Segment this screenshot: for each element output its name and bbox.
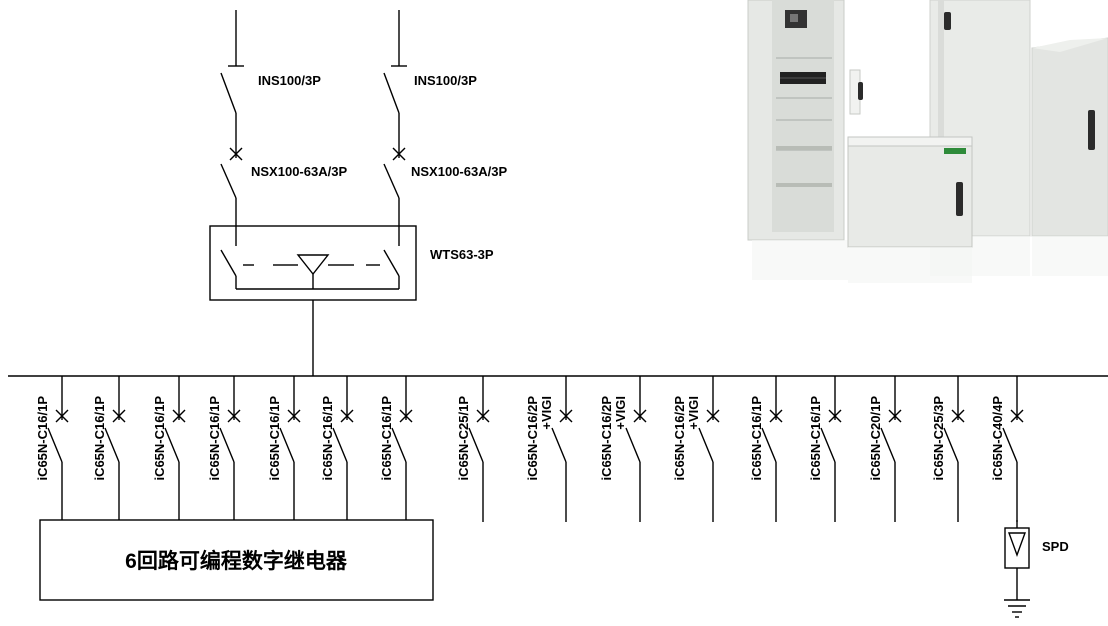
feeder-10: iC65N-C16/2P+VIGI <box>599 376 647 522</box>
tall-cabinet-open <box>747 0 863 280</box>
feeder-16: iC65N-C40/4P <box>990 376 1024 522</box>
feeder-label: iC65N-C40/4P <box>990 396 1005 481</box>
feeder-label: iC65N-C16/2P <box>599 396 614 481</box>
breaker-contact <box>1002 427 1018 463</box>
spd-label: SPD <box>1042 539 1069 554</box>
feeder-label: iC65N-C16/1P <box>35 396 50 481</box>
feeder-15: iC65N-C25/3P <box>931 376 965 522</box>
spd-device: SPD <box>1004 520 1069 600</box>
breaker-cross-b <box>227 409 241 423</box>
breaker-contact <box>625 427 641 463</box>
feeder-label: iC65N-C16/2P <box>525 396 540 481</box>
feeder-label: iC65N-C16/1P <box>808 396 823 481</box>
breaker-contact <box>332 427 348 463</box>
feeder-label-suffix: +VIGI <box>613 396 628 430</box>
feeder-label: iC65N-C16/1P <box>92 396 107 481</box>
feeder-8: iC65N-C25/1P <box>456 376 490 522</box>
product-photo <box>747 0 1108 283</box>
breaker-cross-b <box>399 409 413 423</box>
incomer-1-switch-label: INS100/3P <box>258 73 321 88</box>
relay-box: 6回路可编程数字继电器 <box>39 519 434 601</box>
feeder-4: iC65N-C16/1P <box>207 376 241 520</box>
incomer-1-breaker-label: NSX100-63A/3P <box>251 164 347 179</box>
feeder-6: iC65N-C16/1P <box>320 376 354 520</box>
incomer-1: INS100/3P NSX100-63A/3P <box>220 10 347 232</box>
breaker-cross-b <box>112 409 126 423</box>
breaker-cross-b <box>769 409 783 423</box>
feeder-3: iC65N-C16/1P <box>152 376 186 520</box>
breaker-contact <box>279 427 295 463</box>
feeder-label: iC65N-C16/1P <box>267 396 282 481</box>
breaker-cross-b <box>828 409 842 423</box>
feeder-7: iC65N-C16/1P <box>379 376 413 520</box>
breaker-cross-b <box>476 409 490 423</box>
breaker-contact <box>219 427 235 463</box>
feeder-label-suffix: +VIGI <box>539 396 554 430</box>
feeder-9: iC65N-C16/2P+VIGI <box>525 376 573 522</box>
breaker-cross-b <box>888 409 902 423</box>
breaker-contact <box>391 427 407 463</box>
feeder-label-suffix: +VIGI <box>686 396 701 430</box>
incomer-2-breaker-label: NSX100-63A/3P <box>411 164 507 179</box>
feeder-label: iC65N-C16/1P <box>379 396 394 481</box>
incomer-2: INS100/3P NSX100-63A/3P <box>383 10 507 232</box>
breaker-contact <box>468 427 484 463</box>
breaker-cross-b <box>951 409 965 423</box>
feeder-label: iC65N-C25/3P <box>931 396 946 481</box>
feeder-label: iC65N-C16/1P <box>320 396 335 481</box>
incomer-2-switch-label: INS100/3P <box>414 73 477 88</box>
feeder-label: iC65N-C16/1P <box>152 396 167 481</box>
breaker-contact <box>880 427 896 463</box>
feeder-group: iC65N-C16/1P iC65N-C16/1P iC65N-C16/1P iC65… <box>35 376 1024 522</box>
breaker-cross-b <box>287 409 301 423</box>
ground-symbol <box>1004 599 1030 618</box>
right-cabinet <box>1031 37 1108 276</box>
breaker-cross-b <box>559 409 573 423</box>
feeder-label: iC65N-C16/1P <box>207 396 222 481</box>
breaker-cross-b <box>172 409 186 423</box>
breaker-cross-b <box>55 409 69 423</box>
feeder-11: iC65N-C16/2P+VIGI <box>672 376 720 522</box>
breaker-contact <box>551 427 567 463</box>
breaker-cross-b <box>706 409 720 423</box>
feeder-label: iC65N-C20/1P <box>868 396 883 481</box>
feeder-13: iC65N-C16/1P <box>808 376 842 522</box>
breaker-contact <box>820 427 836 463</box>
breaker-cross-b <box>340 409 354 423</box>
transfer-switch-label: WTS63-3P <box>430 247 494 262</box>
transfer-switch: WTS63-3P <box>209 225 494 376</box>
feeder-14: iC65N-C20/1P <box>868 376 902 522</box>
breaker-contact <box>47 427 63 463</box>
feeder-label: iC65N-C16/2P <box>672 396 687 481</box>
feeder-12: iC65N-C16/1P <box>749 376 783 522</box>
feeder-label: iC65N-C25/1P <box>456 396 471 481</box>
breaker-contact <box>698 427 714 463</box>
small-cabinet <box>847 136 973 283</box>
breaker-contact <box>164 427 180 463</box>
breaker-cross-b <box>1010 409 1024 423</box>
relay-label: 6回路可编程数字继电器 <box>125 549 348 573</box>
feeder-1: iC65N-C16/1P <box>35 376 69 520</box>
breaker-cross-b <box>633 409 647 423</box>
feeder-label: iC65N-C16/1P <box>749 396 764 481</box>
feeder-5: iC65N-C16/1P <box>267 376 301 520</box>
feeder-2: iC65N-C16/1P <box>92 376 126 520</box>
breaker-contact <box>943 427 959 463</box>
breaker-contact <box>761 427 777 463</box>
breaker-contact <box>104 427 120 463</box>
